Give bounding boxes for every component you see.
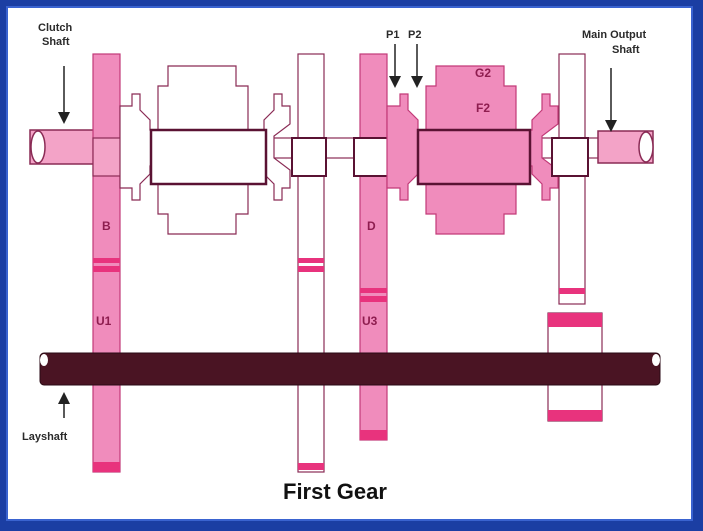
synchro-hub-right	[386, 65, 559, 235]
diagram-frame: Clutch Shaft Main Output Shaft Layshaft …	[6, 6, 693, 521]
main-output-shaft	[597, 130, 654, 164]
label-clutch-line2: Shaft	[42, 36, 70, 48]
label-main-output-line1: Main Output	[582, 29, 646, 41]
label-layshaft: Layshaft	[22, 431, 68, 443]
label-u1: U1	[96, 314, 112, 328]
label-u3: U3	[362, 314, 378, 328]
label-p2: P2	[408, 29, 421, 41]
label-g2: G2	[475, 66, 491, 80]
synchro-hub-left	[119, 65, 291, 235]
label-clutch-line1: Clutch	[38, 22, 73, 34]
label-main-output-line2: Shaft	[612, 44, 640, 56]
diagram-title: First Gear	[283, 479, 387, 504]
label-f2: F2	[476, 101, 490, 115]
label-b: B	[102, 219, 111, 233]
gear-middle-white	[291, 53, 327, 473]
layshaft-bar	[39, 352, 661, 386]
gearbox-diagram: Clutch Shaft Main Output Shaft Layshaft …	[22, 22, 661, 504]
label-p1: P1	[386, 29, 399, 41]
gear-right-white	[547, 53, 603, 422]
label-d: D	[367, 219, 376, 233]
